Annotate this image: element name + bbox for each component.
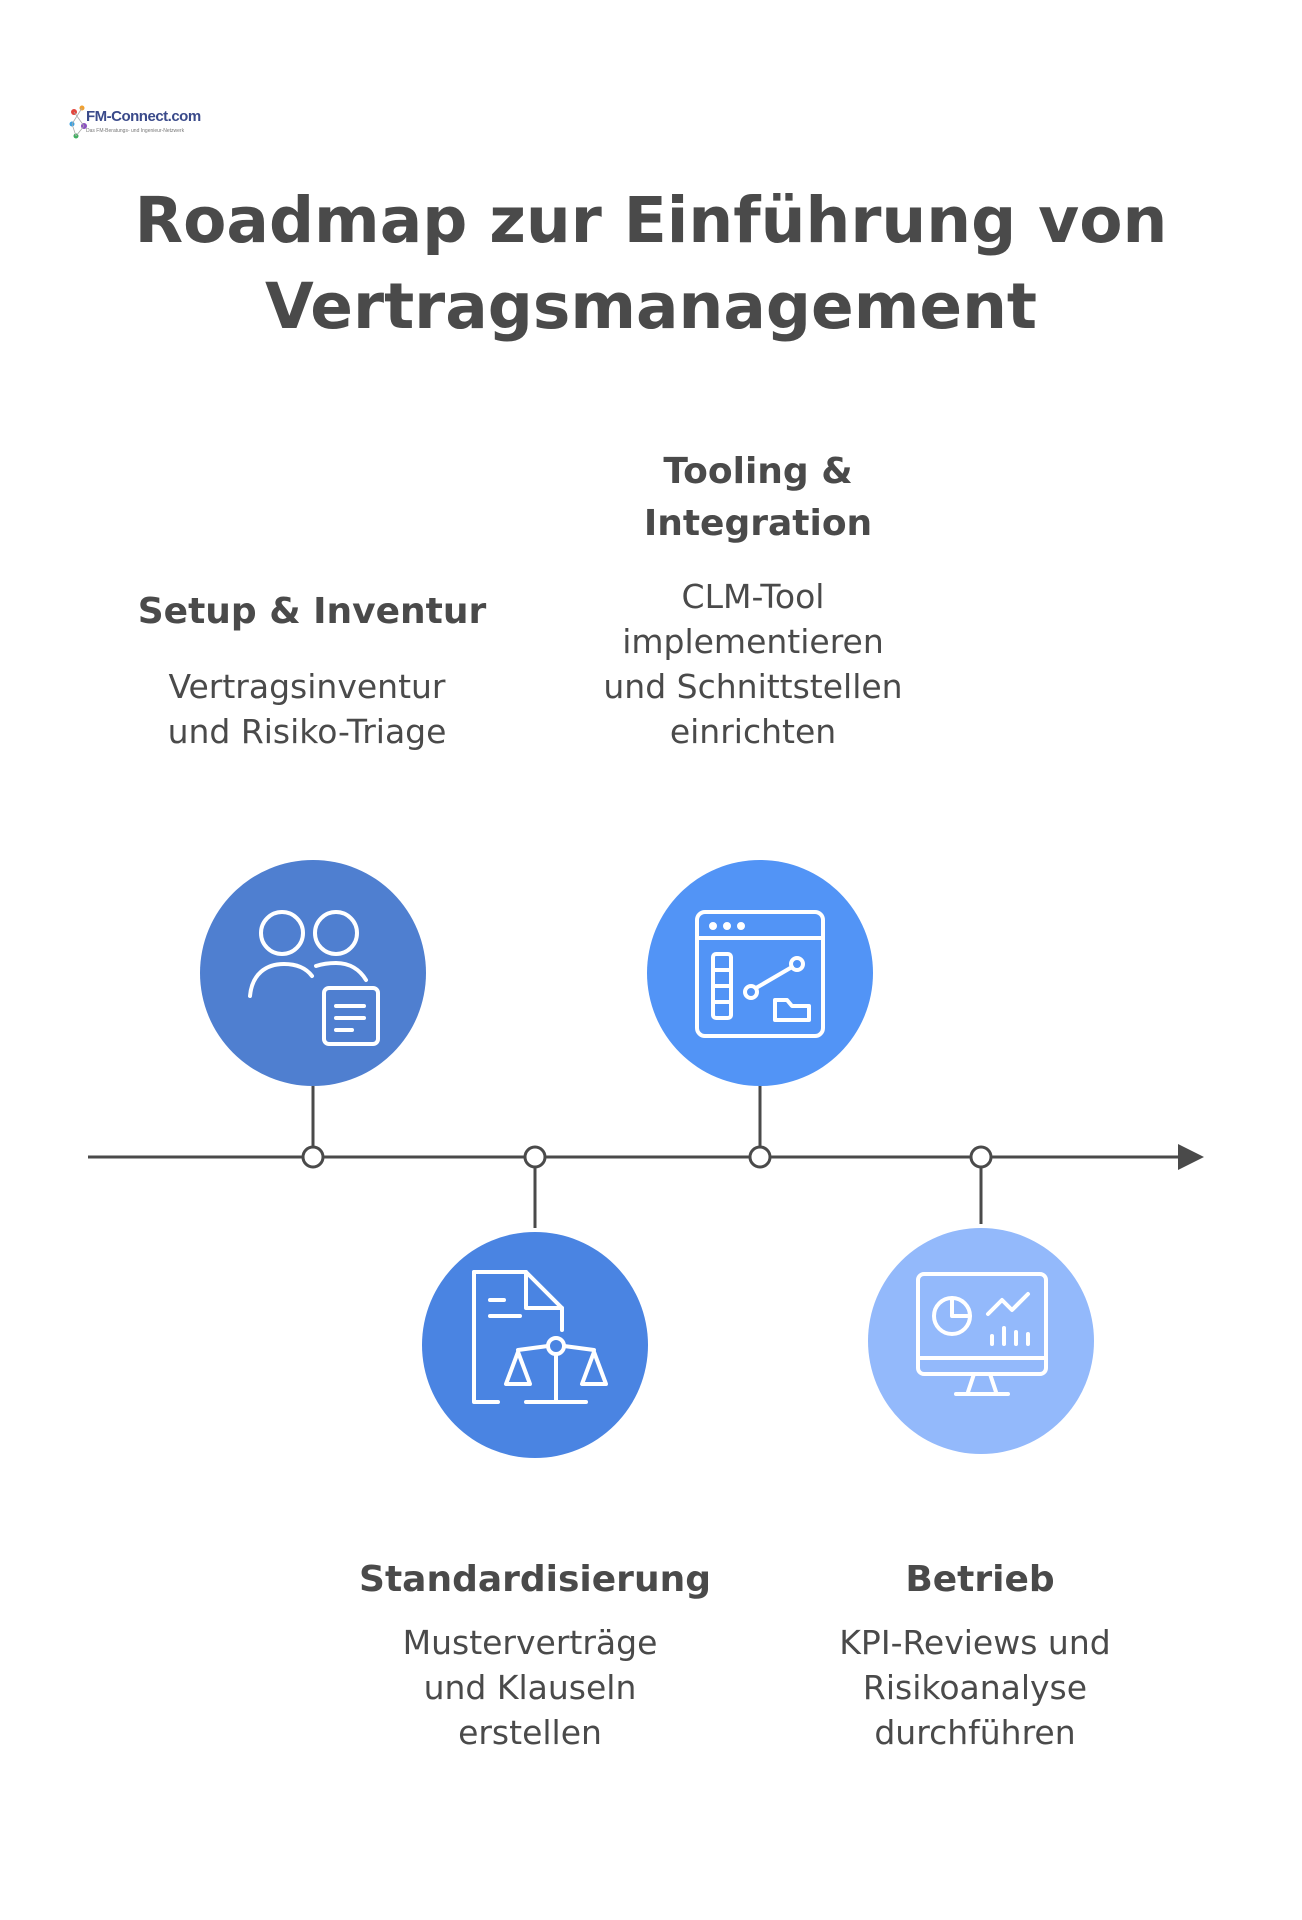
step-1-desc-line: Vertragsinventur — [168, 667, 446, 706]
page-title: Roadmap zur Einführung von Vertragsmanag… — [0, 178, 1302, 350]
fm-connect-logo: FM-Connect.com Das FM-Beratungs- und Ing… — [68, 104, 201, 152]
title-line-1: Roadmap zur Einführung von — [134, 184, 1168, 257]
step-2-desc-line: erstellen — [458, 1713, 602, 1752]
step-3-title-line: Integration — [643, 503, 873, 544]
step-4-marker — [969, 1145, 993, 1169]
step-4-desc-line: KPI-Reviews und — [839, 1623, 1111, 1662]
step-2-title: Standardisierung — [359, 1559, 711, 1600]
step-2-desc-line: und Klauseln — [423, 1668, 637, 1707]
timeline-arrow — [1178, 1144, 1204, 1170]
monitor-analytics-icon — [916, 1272, 1048, 1396]
step-3-title: Tooling & Integration — [558, 446, 958, 550]
step-1-description: Vertragsinventur und Risiko-Triage — [112, 664, 502, 754]
step-4-circle — [868, 1228, 1094, 1454]
step-4-desc-line: Risikoanalyse — [862, 1668, 1088, 1707]
step-3-desc-line: einrichten — [669, 712, 837, 751]
step-4-description: KPI-Reviews und Risikoanalyse durchführe… — [780, 1620, 1170, 1755]
contract-scale-icon — [472, 1270, 608, 1404]
title-line-2: Vertragsmanagement — [264, 270, 1038, 343]
step-4-title: Betrieb — [905, 1559, 1055, 1600]
step-1-desc-line: und Risiko-Triage — [167, 712, 447, 751]
step-3-description: CLM-Tool implementieren und Schnittstell… — [558, 574, 948, 754]
step-3-marker — [748, 1145, 772, 1169]
step-2-desc-line: Musterverträge — [402, 1623, 658, 1662]
step-3-title-line: Tooling & — [663, 451, 853, 492]
logo-network-icon — [69, 105, 87, 139]
logo-text: FM-Connect.com — [86, 108, 201, 125]
step-1-circle — [200, 860, 426, 1086]
step-2-marker — [523, 1145, 547, 1169]
step-3-desc-line: CLM-Tool — [681, 577, 825, 616]
step-1-marker — [301, 1145, 325, 1169]
team-document-icon — [248, 910, 380, 1046]
browser-dashboard-icon — [695, 910, 825, 1038]
step-2-description: Musterverträge und Klauseln erstellen — [335, 1620, 725, 1755]
step-3-circle — [647, 860, 873, 1086]
step-2-circle — [422, 1232, 648, 1458]
step-4-desc-line: durchführen — [874, 1713, 1076, 1752]
step-3-desc-line: implementieren — [622, 622, 884, 661]
step-3-desc-line: und Schnittstellen — [603, 667, 903, 706]
logo-tagline: Das FM-Beratungs- und Ingenieur-Netzwerk — [86, 128, 185, 134]
step-1-title: Setup & Inventur — [137, 591, 487, 632]
